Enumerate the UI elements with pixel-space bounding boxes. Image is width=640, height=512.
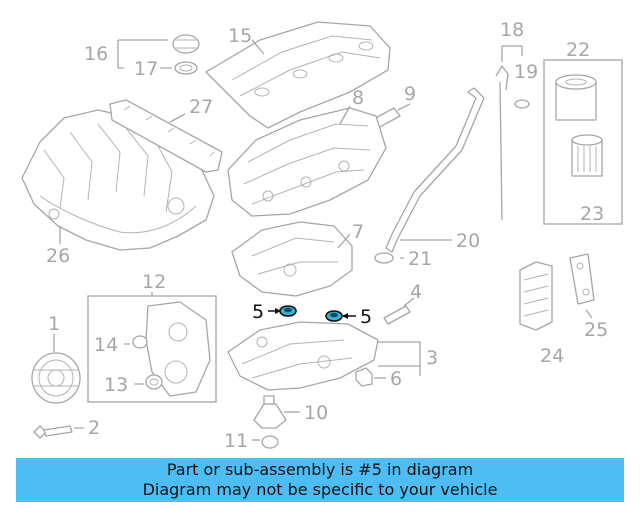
- callout-27: 27: [189, 96, 213, 118]
- callout-10: 10: [304, 402, 328, 424]
- callout-9: 9: [404, 83, 416, 105]
- lower-oil-pan: [227, 321, 379, 391]
- highlighted-part-5-left: [268, 305, 297, 317]
- callout-21: 21: [408, 248, 432, 270]
- callout-25: 25: [584, 319, 608, 341]
- intake-gasket: [109, 99, 223, 173]
- seal-11: [261, 435, 279, 449]
- callout-8: 8: [352, 87, 364, 109]
- callout-24: 24: [540, 345, 564, 367]
- highlighted-part-5-right: [325, 310, 356, 322]
- cylinder-head: [227, 107, 387, 217]
- banner-line-1: Part or sub-assembly is #5 in diagram: [166, 460, 474, 479]
- dipstick: [495, 65, 530, 221]
- callout-18: 18: [500, 19, 524, 41]
- callout-16: 16: [84, 43, 108, 65]
- info-banner: Part or sub-assembly is #5 in diagram Di…: [16, 458, 624, 502]
- oil-cooler: [519, 261, 553, 331]
- callout-23: 23: [580, 203, 604, 225]
- callout-2: 2: [88, 417, 100, 439]
- callout-20: 20: [456, 230, 480, 252]
- callout-26: 26: [46, 245, 70, 267]
- banner-line-2: Diagram may not be specific to your vehi…: [142, 480, 498, 499]
- callout-3: 3: [426, 347, 438, 369]
- drain-plug: [355, 367, 373, 387]
- callout-4: 4: [410, 281, 422, 303]
- oil-filler-cap: [172, 34, 200, 75]
- callout-17: 17: [134, 58, 158, 80]
- timing-cover: [145, 301, 211, 397]
- oil-filter: [555, 74, 603, 177]
- callout-5-right: 5: [360, 306, 372, 328]
- callout-7: 7: [352, 221, 364, 243]
- oil-filter-box: [543, 59, 623, 225]
- upper-oil-pan: [231, 221, 353, 297]
- sensor-4: [383, 305, 411, 325]
- seal-14: [132, 335, 148, 349]
- callout-22: 22: [566, 39, 590, 61]
- callout-1: 1: [48, 313, 60, 335]
- intake-manifold: [21, 109, 215, 251]
- callout-12: 12: [142, 271, 166, 293]
- callout-6: 6: [390, 368, 402, 390]
- seal-13: [145, 374, 163, 390]
- oil-pickup: [253, 395, 287, 429]
- callout-14: 14: [94, 334, 118, 356]
- oil-cooler-gasket: [569, 253, 595, 305]
- dipstick-tube: [374, 87, 485, 264]
- callout-19: 19: [514, 61, 538, 83]
- cylinder-head-cover: [205, 21, 391, 129]
- callout-15: 15: [228, 25, 252, 47]
- callout-11: 11: [224, 430, 248, 452]
- callout-13: 13: [104, 374, 128, 396]
- pulley-bolt: [33, 425, 73, 439]
- callout-5-left: 5: [252, 301, 264, 323]
- crankshaft-pulley: [31, 352, 81, 404]
